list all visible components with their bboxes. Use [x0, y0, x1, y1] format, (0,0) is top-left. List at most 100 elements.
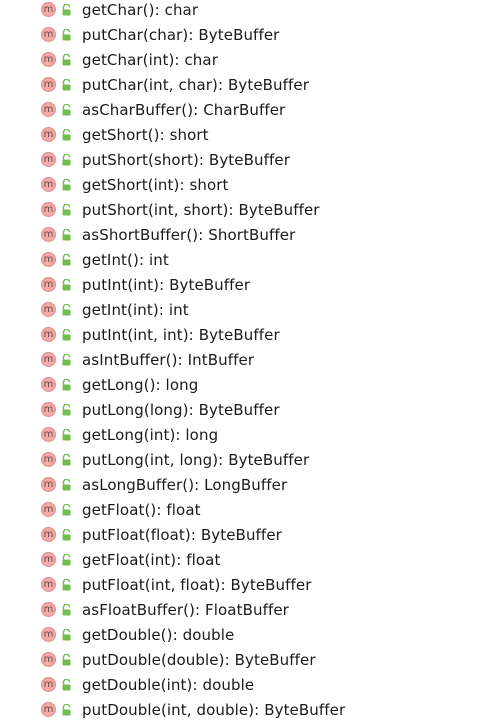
unlocked-icon: [62, 228, 71, 240]
method-icon: m: [41, 377, 56, 392]
unlocked-icon: [62, 28, 71, 40]
method-signature: putShort(short): ByteBuffer: [82, 150, 290, 169]
method-signature: putShort(int, short): ByteBuffer: [82, 200, 320, 219]
method-icon: m: [41, 177, 56, 192]
method-icon: m: [41, 527, 56, 542]
unlocked-icon: [62, 78, 71, 90]
method-row[interactable]: m getChar(): char: [0, 0, 495, 22]
unlocked-icon: [62, 178, 71, 190]
method-signature: putInt(int): ByteBuffer: [82, 275, 251, 294]
unlocked-icon: [62, 653, 71, 665]
unlocked-icon: [62, 628, 71, 640]
unlocked-icon: [62, 578, 71, 590]
method-signature: asLongBuffer(): LongBuffer: [82, 475, 288, 494]
method-icon: m: [41, 452, 56, 467]
method-icon: m: [41, 2, 56, 17]
method-signature: putFloat(float): ByteBuffer: [82, 525, 282, 544]
method-icon: m: [41, 302, 56, 317]
method-signature: putChar(char): ByteBuffer: [82, 25, 280, 44]
method-row[interactable]: m putChar(char): ByteBuffer: [0, 22, 495, 47]
method-signature: getChar(): char: [82, 0, 199, 19]
unlocked-icon: [62, 428, 71, 440]
unlocked-icon: [62, 378, 71, 390]
method-icon: m: [41, 352, 56, 367]
method-icon: m: [41, 327, 56, 342]
method-row[interactable]: m getLong(int): long: [0, 422, 495, 447]
method-signature: putLong(long): ByteBuffer: [82, 400, 280, 419]
method-signature: putDouble(int, double): ByteBuffer: [82, 700, 346, 719]
method-signature: asIntBuffer(): IntBuffer: [82, 350, 255, 369]
method-icon: m: [41, 402, 56, 417]
unlocked-icon: [62, 3, 71, 15]
method-signature: putChar(int, char): ByteBuffer: [82, 75, 310, 94]
method-icon: m: [41, 427, 56, 442]
method-row[interactable]: m getShort(int): short: [0, 172, 495, 197]
method-signature: putInt(int, int): ByteBuffer: [82, 325, 280, 344]
method-row[interactable]: m putLong(int, long): ByteBuffer: [0, 447, 495, 472]
unlocked-icon: [62, 253, 71, 265]
method-icon: m: [41, 652, 56, 667]
unlocked-icon: [62, 403, 71, 415]
method-row[interactable]: m asLongBuffer(): LongBuffer: [0, 472, 495, 497]
unlocked-icon: [62, 153, 71, 165]
method-signature: getDouble(int): double: [82, 675, 255, 694]
method-signature: asCharBuffer(): CharBuffer: [82, 100, 286, 119]
unlocked-icon: [62, 103, 71, 115]
method-row[interactable]: m putLong(long): ByteBuffer: [0, 397, 495, 422]
method-signature: getLong(int): long: [82, 425, 219, 444]
method-row[interactable]: m putDouble(int, double): ByteBuffer: [0, 697, 495, 722]
unlocked-icon: [62, 203, 71, 215]
method-icon: m: [41, 27, 56, 42]
unlocked-icon: [62, 53, 71, 65]
method-signature: getShort(int): short: [82, 175, 229, 194]
method-signature: asShortBuffer(): ShortBuffer: [82, 225, 296, 244]
method-row[interactable]: m putFloat(int, float): ByteBuffer: [0, 572, 495, 597]
method-icon: m: [41, 702, 56, 717]
method-row[interactable]: m asShortBuffer(): ShortBuffer: [0, 222, 495, 247]
method-signature: asFloatBuffer(): FloatBuffer: [82, 600, 289, 619]
method-signature: putFloat(int, float): ByteBuffer: [82, 575, 312, 594]
method-row[interactable]: m putDouble(double): ByteBuffer: [0, 647, 495, 672]
method-icon: m: [41, 227, 56, 242]
unlocked-icon: [62, 453, 71, 465]
method-signature: getFloat(): float: [82, 500, 201, 519]
unlocked-icon: [62, 553, 71, 565]
method-row[interactable]: m asCharBuffer(): CharBuffer: [0, 97, 495, 122]
method-icon: m: [41, 477, 56, 492]
unlocked-icon: [62, 478, 71, 490]
method-row[interactable]: m getInt(int): int: [0, 297, 495, 322]
method-signature: getDouble(): double: [82, 625, 235, 644]
method-row[interactable]: m putInt(int, int): ByteBuffer: [0, 322, 495, 347]
unlocked-icon: [62, 278, 71, 290]
method-icon: m: [41, 102, 56, 117]
method-signature: getInt(int): int: [82, 300, 189, 319]
method-signature: putLong(int, long): ByteBuffer: [82, 450, 310, 469]
method-signature: getShort(): short: [82, 125, 209, 144]
method-row[interactable]: m asIntBuffer(): IntBuffer: [0, 347, 495, 372]
method-icon: m: [41, 252, 56, 267]
method-row[interactable]: m putFloat(float): ByteBuffer: [0, 522, 495, 547]
method-icon: m: [41, 577, 56, 592]
unlocked-icon: [62, 353, 71, 365]
unlocked-icon: [62, 328, 71, 340]
unlocked-icon: [62, 303, 71, 315]
method-signature: getLong(): long: [82, 375, 199, 394]
method-signature: getChar(int): char: [82, 50, 218, 69]
unlocked-icon: [62, 703, 71, 715]
method-row[interactable]: m getLong(): long: [0, 372, 495, 397]
method-signature: putDouble(double): ByteBuffer: [82, 650, 316, 669]
unlocked-icon: [62, 678, 71, 690]
